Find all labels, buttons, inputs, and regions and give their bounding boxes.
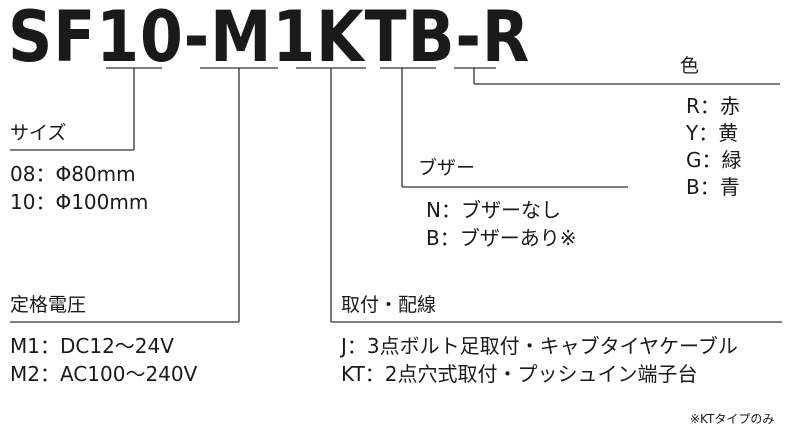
- color-option-b: B：青: [686, 175, 740, 199]
- buzzer-option-n: N：ブザーなし: [426, 198, 561, 222]
- color-option-r: R：赤: [686, 94, 740, 118]
- color-title: 色: [680, 55, 700, 77]
- buzzer-option-b: B：ブザーあり※: [426, 226, 577, 250]
- color-option-g: G：緑: [686, 148, 742, 172]
- mounting-option-j: J：3点ボルト足取付・キャブタイヤケーブル: [341, 334, 738, 358]
- size-option-08: 08：Φ80mm: [10, 162, 136, 186]
- footnote: ※KTタイプのみ: [690, 412, 775, 426]
- mounting-option-kt: KT：2点穴式取付・プッシュイン端子台: [341, 362, 698, 386]
- voltage-option-m1: M1：DC12〜24V: [10, 334, 174, 358]
- size-title: サイズ: [10, 122, 67, 144]
- model-code: SF10-M1KTB-R: [8, 0, 531, 78]
- mounting-title: 取付・配線: [341, 294, 437, 316]
- voltage-title: 定格電圧: [10, 294, 87, 316]
- voltage-option-m2: M2：AC100〜240V: [10, 362, 198, 386]
- color-option-y: Y：黄: [686, 121, 739, 145]
- size-option-10: 10：Φ100mm: [10, 190, 149, 214]
- buzzer-title: ブザー: [418, 157, 476, 179]
